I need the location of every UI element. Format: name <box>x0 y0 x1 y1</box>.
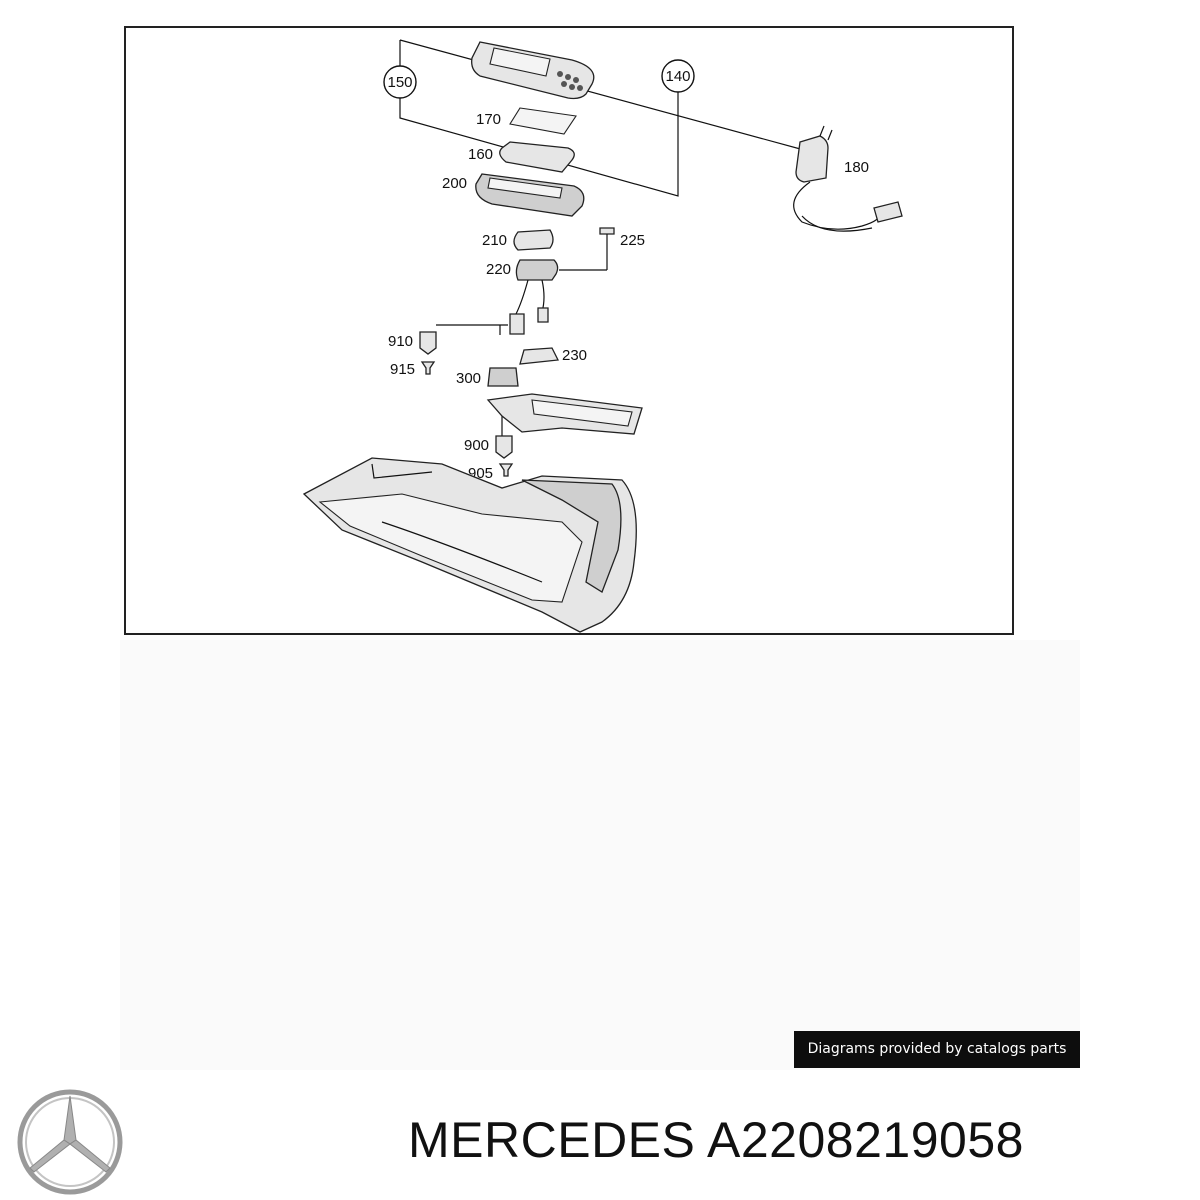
diagram-credit-badge: Diagrams provided by catalogs parts <box>794 1031 1080 1068</box>
callout-150: 150 <box>383 65 417 99</box>
part-title: MERCEDES A2208219058 <box>408 1110 1188 1170</box>
switch-300-part: 300 <box>456 367 519 387</box>
exploded-view-drawing: 150 140 170 160 200 <box>302 39 903 633</box>
phone-cradle-part: 200 <box>442 173 585 217</box>
callout-label: 300 <box>456 370 481 387</box>
callout-label: 200 <box>442 175 467 192</box>
callout-label: 915 <box>390 361 415 378</box>
screw-part: 225 <box>599 227 645 249</box>
callout-140: 140 <box>661 59 695 93</box>
center-console-part <box>302 457 637 633</box>
callout-label: 170 <box>476 111 501 128</box>
callout-label: 150 <box>387 74 412 91</box>
callout-label: 220 <box>486 261 511 278</box>
callout-label: 160 <box>468 146 493 163</box>
callout-label: 180 <box>844 159 869 176</box>
phone-handset-part <box>471 41 595 100</box>
callout-label: 900 <box>464 437 489 454</box>
charger-part: 180 <box>793 125 903 232</box>
parts-diagram: 150 140 170 160 200 <box>124 26 1014 635</box>
part-number: A2208219058 <box>707 1112 1024 1168</box>
callout-label: 210 <box>482 232 507 249</box>
callout-label: 910 <box>388 333 413 350</box>
callout-label: 230 <box>562 347 587 364</box>
callout-label: 225 <box>620 232 645 249</box>
module-part: 220 <box>486 259 559 335</box>
clip-915-part: 915 <box>390 361 436 378</box>
mounting-bracket-part <box>486 393 643 435</box>
page-backdrop <box>120 640 1080 1070</box>
cap-part: 210 <box>482 229 554 251</box>
brand-name: MERCEDES <box>408 1112 696 1168</box>
clip-910-part: 910 <box>388 331 437 355</box>
clip-900-part: 900 <box>464 435 513 459</box>
cover-230-part: 230 <box>519 347 587 365</box>
battery-part: 170 <box>476 107 577 135</box>
battery-cover-part: 160 <box>468 141 575 173</box>
callout-label: 140 <box>665 68 690 85</box>
mercedes-star-icon <box>17 1089 123 1195</box>
